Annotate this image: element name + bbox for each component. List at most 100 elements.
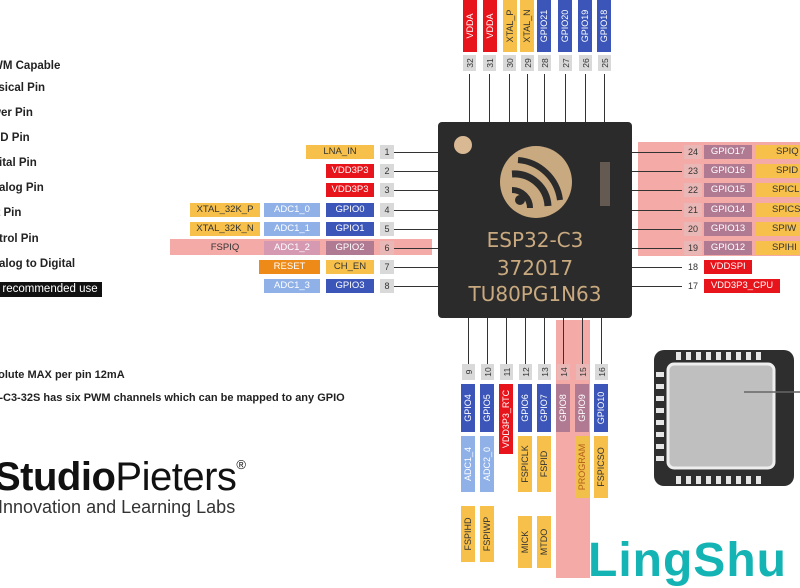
pin-number: 22 <box>684 183 702 197</box>
legend-analog-pin: nalog Pin <box>0 182 44 194</box>
pin-tag-gpio: GPIO14 <box>704 203 752 217</box>
pin-lead <box>632 286 682 287</box>
pin-tag-func: FSPIQ <box>190 241 260 255</box>
pin-number: 13 <box>538 364 551 380</box>
pin-number: 14 <box>557 364 570 380</box>
chip-line-2: 372017 <box>496 256 574 280</box>
pin-tag-func: SPIQ <box>756 145 800 159</box>
pin-number: 6 <box>380 241 394 255</box>
pin-number: 18 <box>684 260 702 274</box>
brand-logo: StudioPieters® <box>0 455 246 499</box>
pin-tag-func: SPIHI <box>756 241 800 255</box>
pin-number: 29 <box>521 55 534 71</box>
pin-number: 5 <box>380 222 394 236</box>
note-max-current: solute MAX per pin 12mA <box>0 369 125 381</box>
legend-analog-to-digital: nalog to Digital <box>0 258 76 270</box>
pin-lead <box>632 267 682 268</box>
pin-number: 20 <box>684 222 702 236</box>
pin-number: 26 <box>579 55 592 71</box>
espressif-logo-icon <box>500 146 572 218</box>
pin-number: 3 <box>380 183 394 197</box>
pin1-dot <box>454 136 472 154</box>
pin-number: 24 <box>684 145 702 159</box>
pin-lead <box>632 248 682 249</box>
pin-tag-func: MTDO <box>537 516 551 568</box>
pin-lead <box>632 152 682 153</box>
pin-tag-func: FSPIHD <box>461 506 475 562</box>
pin-tag-power: VDDA <box>483 0 497 52</box>
pin-lead <box>487 318 488 364</box>
pin-number: 4 <box>380 203 394 217</box>
pin-lead <box>544 318 545 364</box>
pin-number: 1 <box>380 145 394 159</box>
brand-tagline: Innovation and Learning Labs <box>0 497 236 517</box>
pin-lead <box>394 267 438 268</box>
watermark-logo: LingShu <box>588 534 787 587</box>
legend-not-recommended: t recommended use <box>0 282 102 297</box>
pin-tag-func: SPIW <box>756 222 800 236</box>
pin-tag-gpio: GPIO7 <box>537 384 551 432</box>
pin-tag-program: PROGRAM <box>575 436 589 498</box>
pin-lead <box>585 74 586 122</box>
pin-lead <box>632 171 682 172</box>
pin-lead <box>527 74 528 122</box>
pin-tag-gpio: GPIO9 <box>575 384 589 432</box>
pin-lead <box>394 171 438 172</box>
pin-lead <box>601 318 602 364</box>
pin-tag-gpio: GPIO21 <box>537 0 551 52</box>
pin-tag-func: FSPICSO <box>594 436 608 498</box>
pin-tag-adc: ADC1_0 <box>264 203 320 217</box>
pin-tag-adc: ADC1_2 <box>264 241 320 255</box>
pin-tag-func: XTAL_32K_P <box>190 203 260 217</box>
qfn-chip-icon <box>654 350 800 486</box>
pin-lead <box>394 286 438 287</box>
pin-tag-reset: RESET <box>259 260 320 274</box>
pin-lead <box>394 190 438 191</box>
pin-number: 2 <box>380 164 394 178</box>
pin-lead <box>469 74 470 122</box>
pin-number: 25 <box>598 55 611 71</box>
espressif-side-text <box>600 162 610 206</box>
pin-tag-gpio: GPIO13 <box>704 222 752 236</box>
pin-number: 8 <box>380 279 394 293</box>
pin-tag-gpio: GPIO16 <box>704 164 752 178</box>
pin-tag-func: XTAL_32K_N <box>190 222 260 236</box>
legend-digital-pin: gital Pin <box>0 157 37 169</box>
legend-pwm-capable: WM Capable <box>0 60 61 72</box>
pin-tag-gpio: GPIO15 <box>704 183 752 197</box>
pin-lead <box>489 74 490 122</box>
pin-number: 9 <box>462 364 475 380</box>
pin-tag-power: VDD3P3 <box>326 164 374 178</box>
pin-tag-func: SPID <box>756 164 800 178</box>
pin-lead <box>563 318 564 364</box>
pin-tag-adc: ADC1_4 <box>461 436 475 492</box>
pin-tag-adc: ADC1_3 <box>264 279 320 293</box>
pin-tag-adc: ADC1_1 <box>264 222 320 236</box>
pin-tag-lna: LNA_IN <box>306 145 374 159</box>
pin-number: 12 <box>519 364 532 380</box>
pin-lead <box>394 210 438 211</box>
pin-lead <box>632 229 682 230</box>
pin-number: 31 <box>483 55 496 71</box>
pin-tag-gpio: GPIO8 <box>556 384 570 432</box>
pin-number: 17 <box>684 279 702 293</box>
pin-number: 23 <box>684 164 702 178</box>
pin-tag-gpio: GPIO2 <box>326 241 374 255</box>
pin-tag-func: XTAL_N <box>520 0 534 52</box>
chip-line-1: ESP32-C3 <box>486 228 584 252</box>
pin-tag-power: VDD3P3_RTC <box>499 384 513 454</box>
pin-tag-gpio: GPIO20 <box>558 0 572 52</box>
pin-number: 11 <box>500 364 513 380</box>
pin-tag-power: VDD3P3 <box>326 183 374 197</box>
pin-lead <box>582 318 583 364</box>
pin-lead <box>632 210 682 211</box>
note-pwm-channels: P-C3-32S has six PWM channels which can … <box>0 392 345 404</box>
pin-number: 27 <box>559 55 572 71</box>
esp32-c3-chip: ESP32-C3 372017 TU80PG1N63 <box>438 122 632 318</box>
chip-line-3: TU80PG1N63 <box>468 282 602 306</box>
legend-port-pin: rt Pin <box>0 207 22 219</box>
pin-tag-power: VDDA <box>463 0 477 52</box>
pin-lead <box>394 248 438 249</box>
pin-tag-gpio: GPIO0 <box>326 203 374 217</box>
